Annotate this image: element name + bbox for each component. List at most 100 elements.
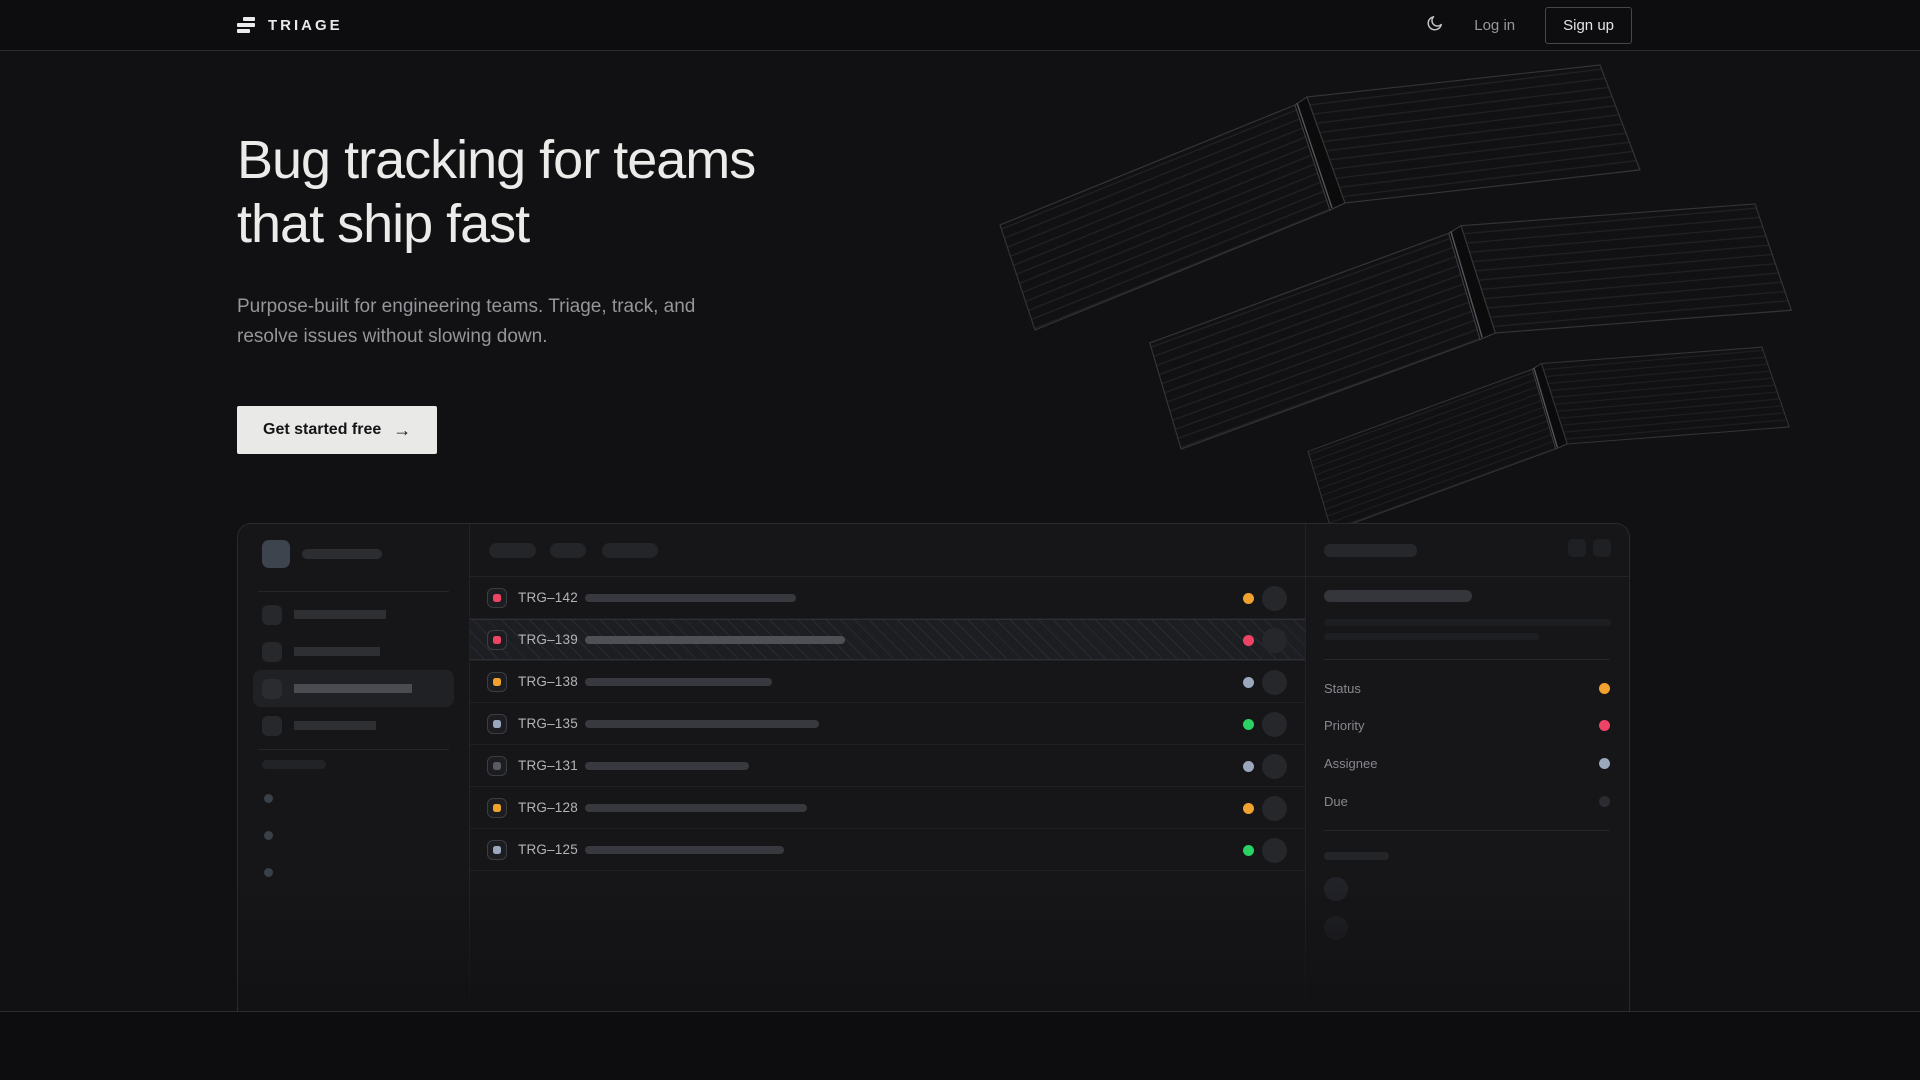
signup-button[interactable]: Sign up: [1545, 6, 1632, 44]
skeleton-bar: [294, 684, 412, 693]
issue-row[interactable]: TRG–135: [470, 703, 1305, 745]
issue-type-icon: [487, 839, 507, 860]
status-dot-icon: [1243, 803, 1254, 814]
brand: TRIAGE: [237, 17, 343, 34]
footer-strip: [0, 1012, 1920, 1079]
preview-issue-list: TRG–142 TRG–139 TRG–138 TRG–135 TRG–131 …: [470, 524, 1306, 1011]
issue-id: TRG–128: [518, 800, 578, 815]
divider: [258, 749, 449, 750]
issue-row[interactable]: TRG–139: [470, 619, 1305, 661]
field-value-dot-icon: [1599, 682, 1610, 694]
skeleton-issue-title: [585, 677, 772, 686]
panel-action-button: [1593, 539, 1611, 557]
issue-row[interactable]: TRG–142: [470, 577, 1305, 619]
status-dot-icon: [1243, 677, 1254, 688]
placeholder-icon: [262, 604, 282, 625]
divider: [1324, 830, 1610, 831]
list-dot: [264, 868, 273, 877]
skeleton-issue-title: [585, 803, 807, 812]
moon-icon: [1425, 14, 1444, 36]
comment-avatar: [1324, 916, 1348, 940]
field-value-dot-icon: [1599, 719, 1610, 731]
panel-action-button: [1568, 539, 1586, 557]
assignee-avatar: [1262, 670, 1287, 695]
skeleton-bar: [302, 549, 382, 559]
preview-sidebar: [238, 524, 470, 1011]
assignee-avatar: [1262, 628, 1287, 653]
issue-id: TRG–138: [518, 674, 578, 689]
skeleton-tab: [550, 542, 586, 558]
placeholder-icon: [262, 715, 282, 736]
issue-type-icon: [487, 755, 507, 776]
issue-type-icon: [487, 797, 507, 818]
field-label: Due: [1324, 793, 1348, 809]
skeleton-line: [1324, 619, 1611, 626]
skeleton-issue-title: [585, 761, 749, 770]
get-started-button[interactable]: Get started free →: [237, 406, 438, 454]
issue-type-icon: [487, 671, 507, 692]
status-dot-icon: [1243, 719, 1254, 730]
issue-row[interactable]: TRG–128: [470, 787, 1305, 829]
detail-field-row: Due: [1324, 793, 1610, 809]
list-dot: [264, 831, 273, 840]
skeleton-title-bar: [1324, 590, 1472, 602]
sidebar-item: [262, 633, 445, 670]
app-preview-window: TRG–142 TRG–139 TRG–138 TRG–135 TRG–131 …: [237, 523, 1630, 1011]
list-dot: [264, 794, 273, 803]
skeleton-line: [1324, 633, 1539, 640]
sidebar-item: [262, 707, 445, 744]
assignee-avatar: [1262, 796, 1287, 821]
comment-avatar: [1324, 877, 1348, 901]
field-value-dot-icon: [1599, 795, 1610, 807]
skeleton-issue-title: [585, 593, 796, 602]
skeleton-issue-title: [585, 635, 845, 644]
field-value-dot-icon: [1599, 757, 1610, 769]
nav-actions: Log in Sign up: [1425, 6, 1632, 44]
detail-field-row: Status: [1324, 680, 1610, 696]
divider: [258, 591, 449, 592]
field-label: Status: [1324, 680, 1361, 696]
top-nav: TRIAGE Log in Sign up: [0, 0, 1920, 51]
divider: [1324, 659, 1610, 660]
detail-field-row: Priority: [1324, 717, 1610, 733]
issue-type-icon: [487, 629, 507, 650]
sidebar-item: [262, 596, 445, 633]
skeleton-bar: [294, 610, 386, 619]
issue-id: TRG–135: [518, 716, 578, 731]
assignee-avatar: [1262, 754, 1287, 779]
skeleton-bar: [294, 721, 376, 730]
login-link[interactable]: Log in: [1474, 16, 1516, 34]
arrow-right-icon: →: [393, 419, 412, 440]
list-header-tabs: [470, 524, 1305, 577]
issue-row[interactable]: TRG–138: [470, 661, 1305, 703]
field-label: Assignee: [1324, 755, 1378, 771]
skeleton-tab: [602, 542, 658, 558]
assignee-avatar: [1262, 586, 1287, 611]
issue-row[interactable]: TRG–131: [470, 745, 1305, 787]
issue-row[interactable]: TRG–125: [470, 829, 1305, 871]
workspace-switcher: [262, 540, 445, 568]
issue-type-icon: [487, 713, 507, 734]
issue-id: TRG–125: [518, 842, 578, 857]
sidebar-item-active: [253, 670, 454, 707]
field-label: Priority: [1324, 717, 1365, 733]
theme-toggle-button[interactable]: [1425, 14, 1444, 36]
sidebar-nav: [253, 596, 454, 744]
issue-id: TRG–142: [518, 590, 578, 605]
issue-id: TRG–131: [518, 758, 578, 773]
status-dot-icon: [1243, 761, 1254, 772]
skeleton-issue-title: [585, 845, 784, 854]
status-dot-icon: [1243, 593, 1254, 604]
panel-header: [1306, 524, 1629, 577]
skeleton-bar: [1324, 544, 1417, 557]
preview-detail-panel: Status Priority Assignee Due: [1306, 524, 1629, 1011]
assignee-avatar: [1262, 712, 1287, 737]
workspace-avatar: [262, 540, 290, 568]
issue-id: TRG–139: [518, 632, 578, 647]
skeleton-tab: [489, 542, 536, 558]
skeleton-issue-title: [585, 719, 819, 728]
hero-subtitle: Purpose-built for engineering teams. Tri…: [237, 296, 696, 347]
placeholder-icon: [262, 678, 282, 699]
issue-type-icon: [487, 587, 507, 608]
